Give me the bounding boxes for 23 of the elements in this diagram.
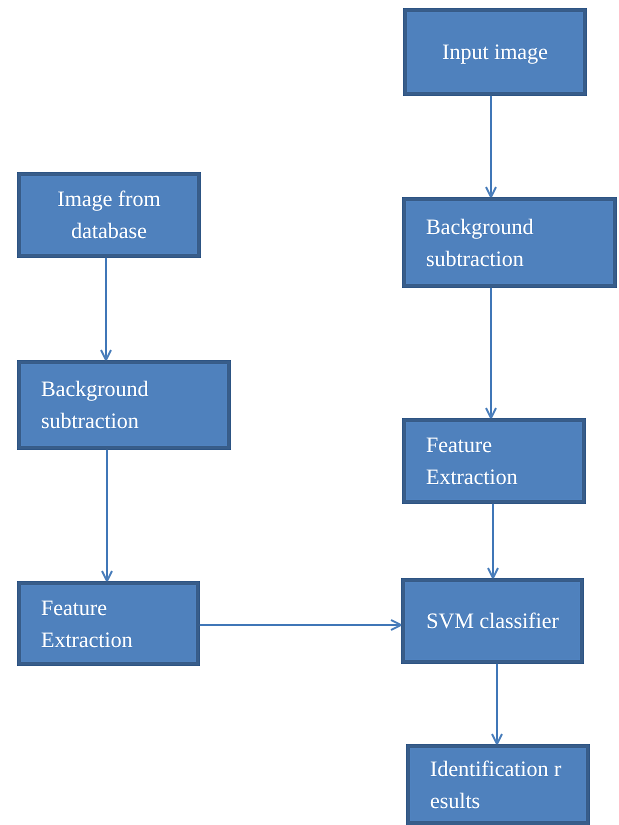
process-box [402,418,586,504]
process-box [406,744,590,825]
box-label: Image from database [56,185,162,245]
arrow [101,450,113,582]
process-box [17,172,201,258]
box-label: Background subtraction [426,212,535,272]
process-box [17,360,231,450]
process-box [402,197,617,288]
box-label: Input image [442,38,548,66]
box-label: Feature Extraction [426,431,519,491]
arrow [485,96,497,198]
process-box [17,581,200,666]
process-box [403,8,587,96]
box-label: Background subtraction [41,375,150,435]
box-label: Identification results [430,754,562,814]
process-box [401,578,584,664]
arrow [491,664,503,745]
box-label: SVM classifier [426,607,559,635]
arrow [200,619,402,631]
box-label: Feature Extraction [41,594,134,654]
arrow [485,288,497,419]
arrow [100,258,112,361]
arrow [487,504,499,579]
